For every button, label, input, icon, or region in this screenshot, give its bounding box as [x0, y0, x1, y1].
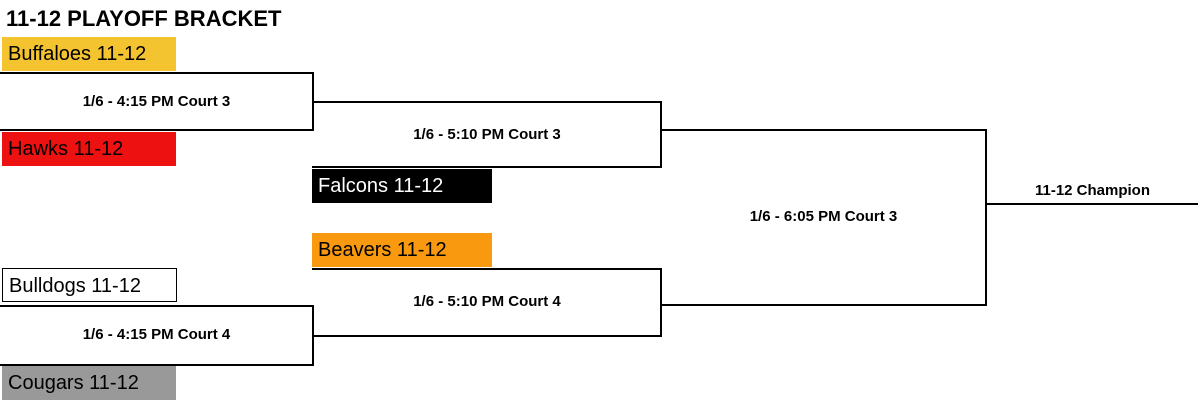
- bracket-line: [0, 129, 313, 131]
- champion-label: 11-12 Champion: [1034, 182, 1151, 199]
- game-label: 1/6 - 5:10 PM Court 3: [413, 126, 561, 143]
- team-hawks: Hawks 11-12: [2, 132, 176, 166]
- bracket-line: [0, 72, 313, 74]
- bracket-line: [660, 129, 987, 131]
- game-label: 1/6 - 6:05 PM Court 3: [749, 208, 898, 225]
- team-buffaloes: Buffaloes 11-12: [2, 37, 176, 71]
- bracket-line: [985, 129, 987, 306]
- champion-line: [985, 203, 1198, 205]
- bracket-title: 11-12 PLAYOFF BRACKET: [6, 6, 282, 31]
- bracket-line: [312, 101, 661, 103]
- bracket-line: [312, 166, 662, 168]
- bracket-line: [312, 268, 661, 270]
- bracket-line: [660, 268, 662, 337]
- bracket-line: [312, 335, 662, 337]
- bracket-line: [660, 304, 987, 306]
- team-beavers: Beavers 11-12: [312, 233, 492, 267]
- team-falcons: Falcons 11-12: [312, 169, 492, 203]
- team-cougars: Cougars 11-12: [2, 366, 176, 400]
- game-label: 1/6 - 4:15 PM Court 3: [82, 93, 231, 110]
- bracket-line: [0, 364, 313, 366]
- game-label: 1/6 - 4:15 PM Court 4: [82, 326, 231, 343]
- team-bulldogs: Bulldogs 11-12: [2, 268, 177, 302]
- game-label: 1/6 - 5:10 PM Court 4: [413, 293, 561, 310]
- bracket-line: [660, 101, 662, 168]
- bracket-line: [0, 305, 313, 307]
